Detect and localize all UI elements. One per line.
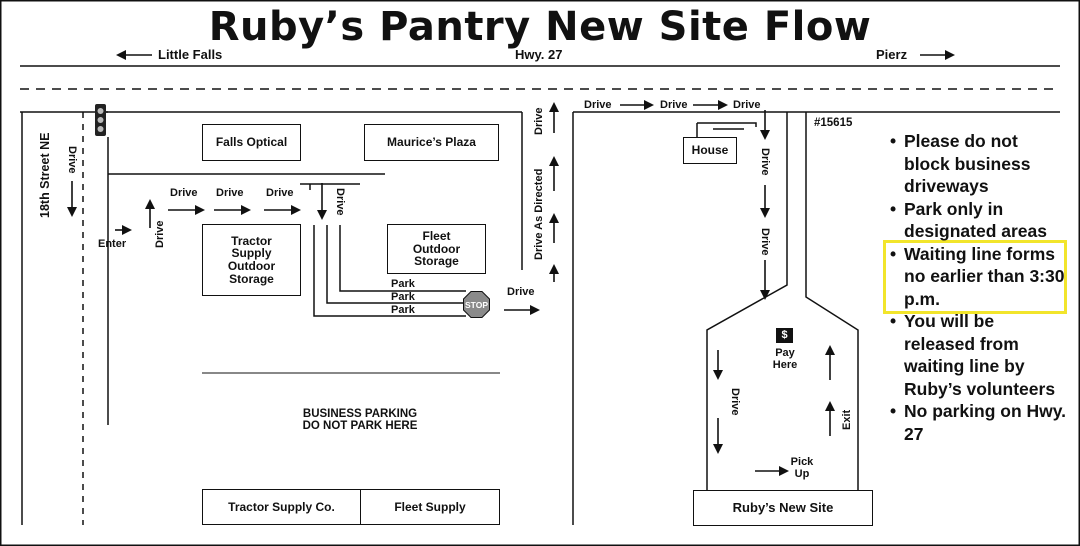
rubys-new-site-building: Ruby’s New Site <box>693 490 873 526</box>
pierz-label: Pierz <box>876 47 908 62</box>
park-label: Park <box>391 304 415 316</box>
traffic-light-icon <box>95 104 108 136</box>
18th-street <box>21 112 109 525</box>
highway-27 <box>20 65 1060 113</box>
maurices-plaza-building: Maurice’s Plaza <box>364 124 499 161</box>
drive-label: Drive <box>729 388 741 416</box>
drive-label: Drive <box>759 148 771 176</box>
stop-sign-text: STOP <box>465 300 488 310</box>
18th-street-label: 18th Street NE <box>38 132 52 218</box>
park-label: Park <box>391 291 415 303</box>
enter-label: Enter <box>98 238 127 250</box>
map-title: Ruby’s Pantry New Site Flow <box>208 4 872 50</box>
note-item: You will be released from waiting line b… <box>888 310 1068 400</box>
stop-sign-icon: STOP <box>463 291 490 318</box>
exit-label: Exit <box>841 409 853 430</box>
drive-label: Drive <box>266 187 294 199</box>
highway-27-label: Hwy. 27 <box>515 47 563 62</box>
drive-label: Drive <box>533 107 545 135</box>
park-lanes <box>313 225 466 317</box>
note-item: Please do not block business driveways <box>888 130 1068 198</box>
drive-label: Drive <box>154 220 166 248</box>
rubys-site-lot <box>696 112 859 490</box>
drive-label: Drive <box>170 187 198 199</box>
note-item: Waiting line forms no earlier than 3:30 … <box>888 243 1068 311</box>
note-item: No parking on Hwy. 27 <box>888 400 1068 445</box>
drive-label: Drive <box>216 187 244 199</box>
pick-up-line1: Pick <box>790 456 814 468</box>
drive-label: Drive <box>507 286 535 298</box>
drive-label: Drive <box>66 146 78 174</box>
tractor-supply-outdoor-storage: Tractor Supply Outdoor Storage <box>202 224 301 296</box>
tractor-supply-co-building: Tractor Supply Co. <box>202 489 361 525</box>
pay-here-line2: Here <box>772 359 798 371</box>
business-parking-label-line2: DO NOT PARK HERE <box>302 420 418 432</box>
lot-entry-lines <box>108 173 500 374</box>
flow-arrows <box>67 100 835 476</box>
drive-as-directed-label: Drive As Directed <box>533 168 545 260</box>
pay-here-line1: Pay <box>775 347 795 359</box>
little-falls-label: Little Falls <box>158 47 223 62</box>
drive-label: Drive <box>584 99 612 111</box>
note-item: Park only in designated areas <box>888 198 1068 243</box>
site-number: #15615 <box>814 117 853 129</box>
drive-label: Drive <box>660 99 688 111</box>
drive-label: Drive <box>334 188 346 216</box>
park-label: Park <box>391 278 415 290</box>
drive-label: Drive <box>759 228 771 256</box>
money-icon: $ <box>776 328 793 343</box>
fleet-supply-building: Fleet Supply <box>360 489 500 525</box>
drive-as-directed-lane <box>521 112 574 525</box>
falls-optical-building: Falls Optical <box>202 124 301 161</box>
business-parking-label-line1: BUSINESS PARKING <box>302 408 418 420</box>
fleet-outdoor-storage: Fleet Outdoor Storage <box>387 224 486 274</box>
drive-label: Drive <box>733 99 761 111</box>
pick-up-line2: Up <box>794 468 810 480</box>
house-building: House <box>683 137 737 164</box>
site-rules-notes: Please do not block business driveways P… <box>888 130 1068 445</box>
